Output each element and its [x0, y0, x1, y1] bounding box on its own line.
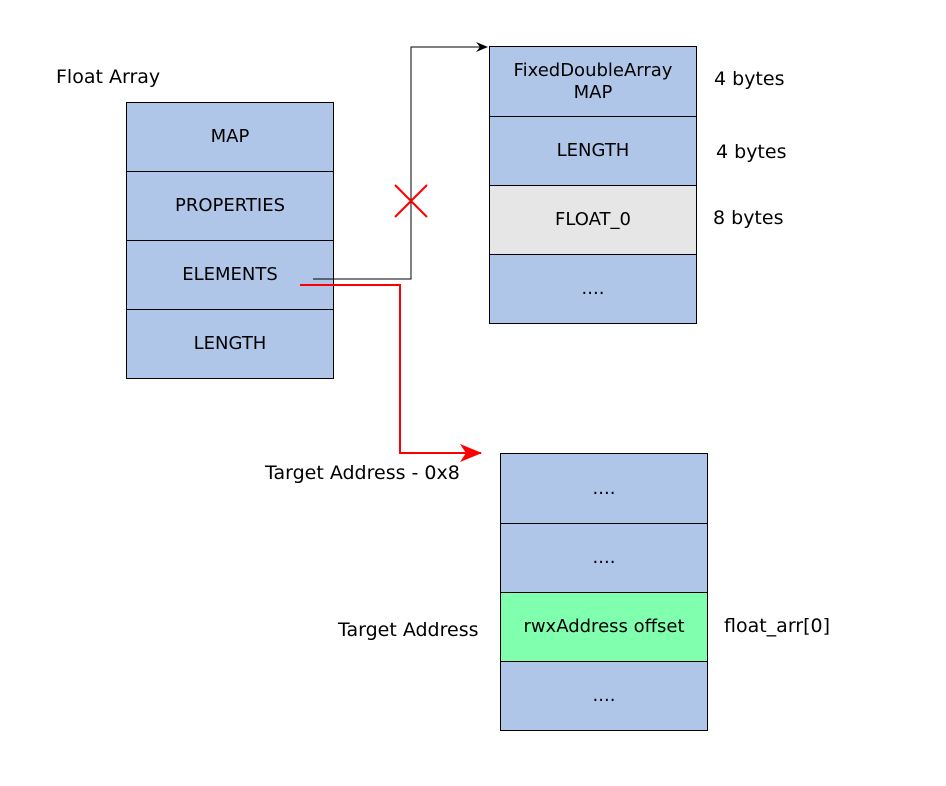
float-array-length-cell: LENGTH	[127, 310, 333, 378]
target-minus-8-label: Target Address - 0x8	[265, 462, 460, 484]
float-array-stack: MAP PROPERTIES ELEMENTS LENGTH	[126, 102, 334, 379]
rwx-address-offset-cell: rwxAddress offset	[501, 593, 707, 662]
redirected-elements-pointer-arrow	[300, 284, 482, 462]
fixed-double-array-float0-cell: FLOAT_0	[490, 186, 696, 255]
float-array-title: Float Array	[56, 66, 161, 88]
fixed-double-array-stack: FixedDoubleArray MAP LENGTH FLOAT_0 ....	[489, 46, 697, 324]
fixed-double-array-length-cell: LENGTH	[490, 117, 696, 186]
float-array-properties-cell: PROPERTIES	[127, 172, 333, 241]
length-size-label: 4 bytes	[716, 141, 787, 163]
target-memory-cell-3: ....	[501, 662, 707, 730]
fixed-double-array-map-cell: FixedDoubleArray MAP	[490, 47, 696, 117]
map-size-label: 4 bytes	[714, 68, 785, 90]
float0-size-label: 8 bytes	[713, 207, 784, 229]
float-array-elements-cell: ELEMENTS	[127, 241, 333, 310]
target-memory-cell-1: ....	[501, 524, 707, 593]
float-arr0-label: float_arr[0]	[724, 615, 831, 637]
original-elements-pointer-arrow	[313, 42, 488, 280]
target-address-label: Target Address	[338, 619, 479, 641]
target-memory-stack: .... .... rwxAddress offset ....	[500, 453, 708, 731]
cross-icon	[394, 184, 428, 218]
fixed-double-array-ellipsis-cell: ....	[490, 255, 696, 323]
float-array-map-cell: MAP	[127, 103, 333, 172]
target-memory-cell-0: ....	[501, 454, 707, 524]
